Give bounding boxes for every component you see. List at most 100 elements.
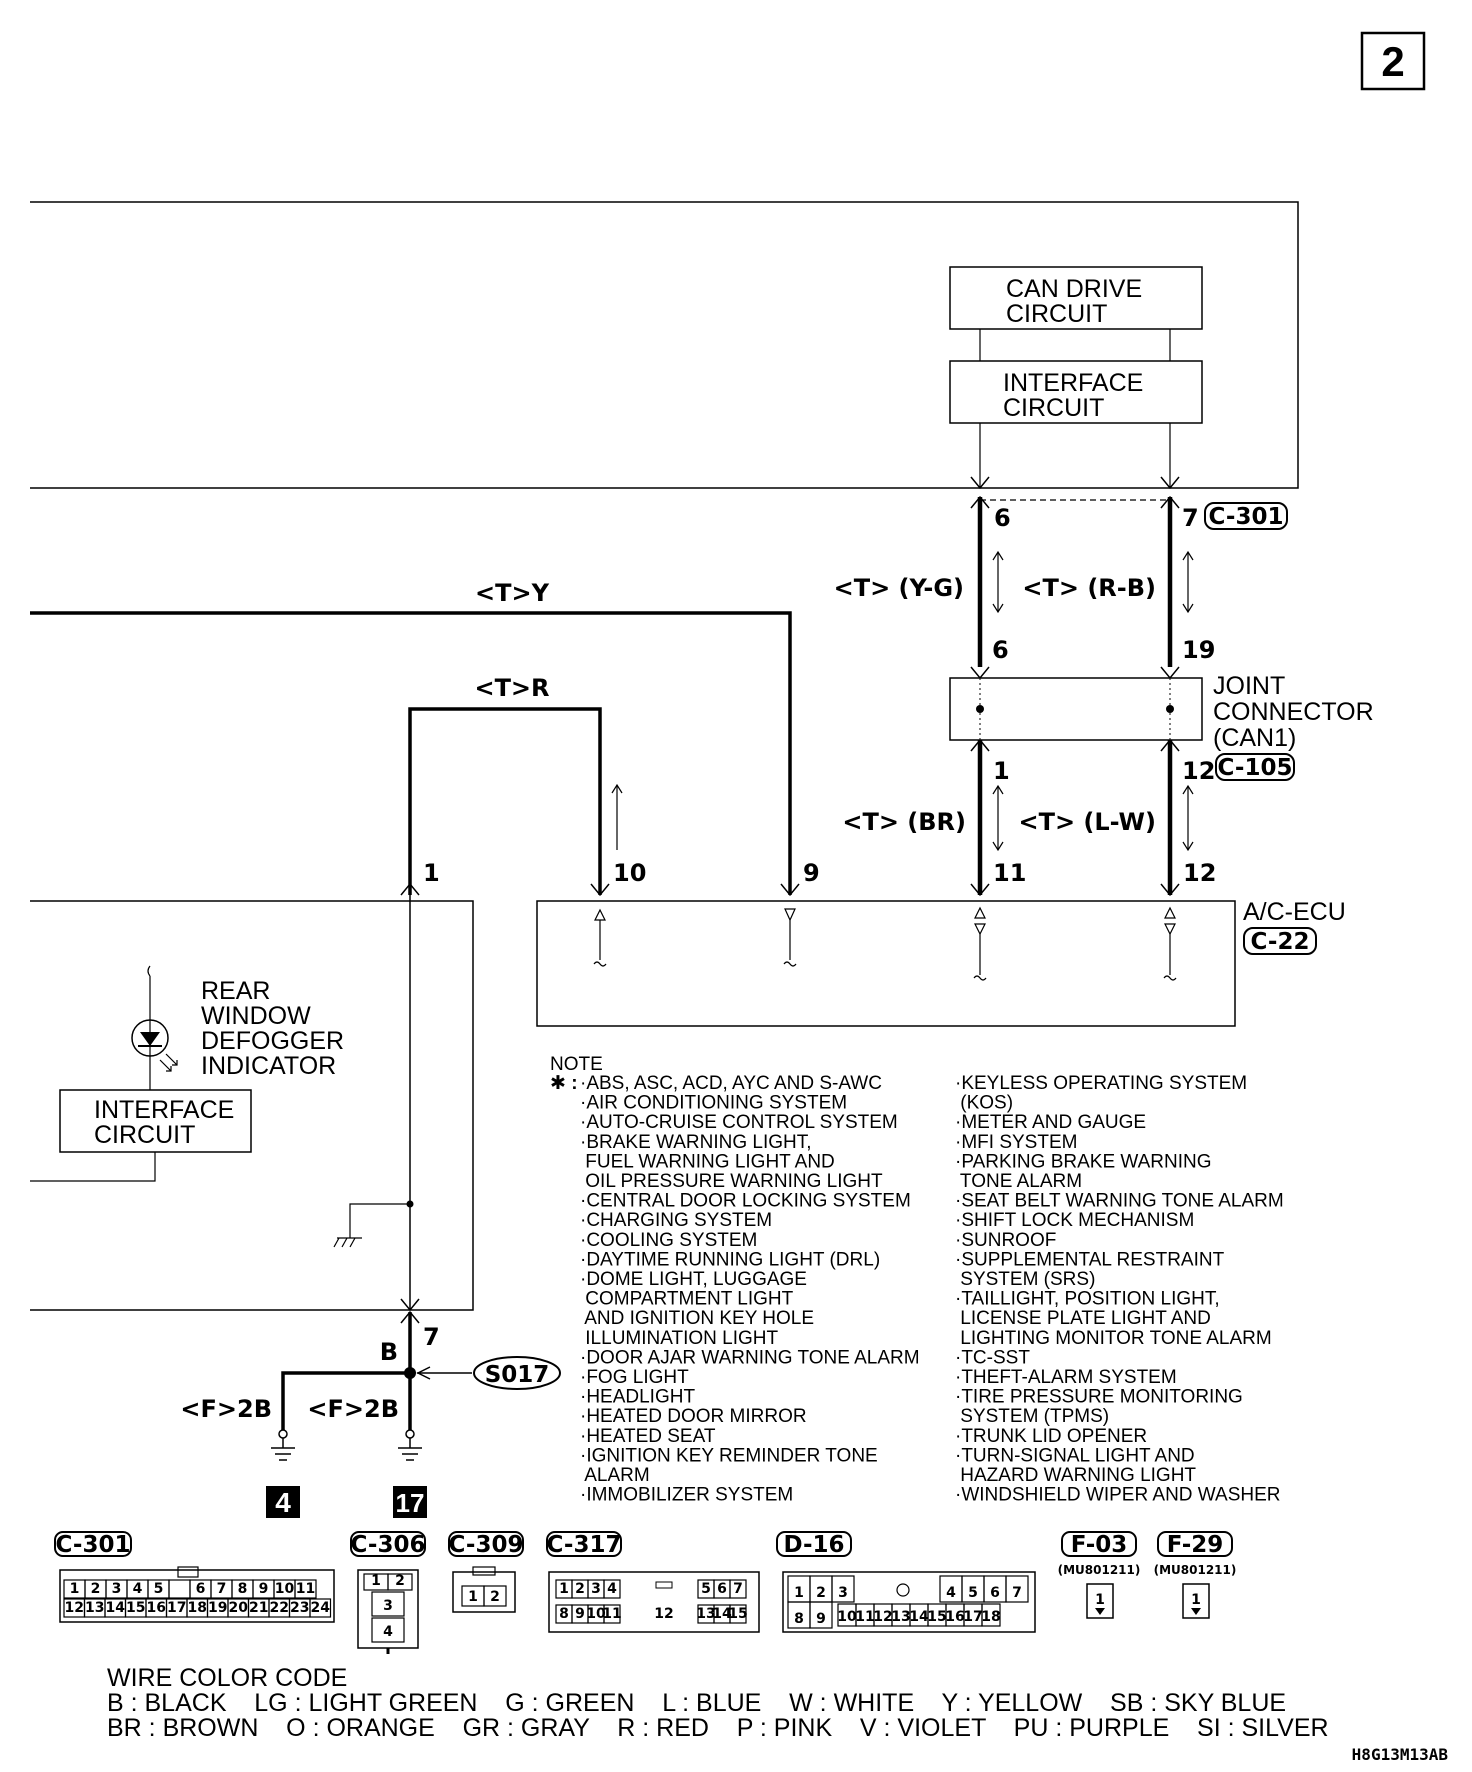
connector-view-label: C-309 [449,1532,524,1558]
connector-part-number: (MU801211) [1154,1563,1237,1577]
indicator-label-3: DEFOGGER [201,1027,344,1055]
connector-pin-number: 15 [126,1600,145,1616]
connector-pin-number: 9 [575,1606,585,1622]
terminal-mark [400,1298,420,1312]
wire-color-code-title: WIRE COLOR CODE [107,1664,347,1692]
ecu-bidirectional-symbol [1163,906,1177,981]
indicator-lead [147,965,151,1090]
connector-latch [896,1583,910,1597]
connector-pin-number: 8 [238,1581,248,1597]
connector-pin-number: 14 [712,1606,732,1622]
connector-pin-number: 19 [208,1600,227,1616]
connector-housing [59,1569,335,1623]
joint-node [976,705,984,713]
connector-pin-number: 9 [259,1581,269,1597]
connector-housing [548,1571,760,1633]
connector-pin-number: 14 [909,1609,929,1625]
ground-point-17: 17 [396,1488,425,1518]
connector-cell [294,1579,317,1599]
connector-pin-number: 15 [728,1606,747,1622]
connector-pin-number: 10 [837,1609,857,1625]
connector-pin-number: 12 [654,1606,673,1622]
connector-key [1191,1608,1201,1615]
note-item: (KOS) [955,1093,1013,1114]
connector-pin-number: 8 [559,1606,569,1622]
pin-10-ecu: 10 [613,859,646,887]
note-item: ·DAYTIME RUNNING LIGHT (DRL) [580,1249,880,1270]
note-item: ·CHARGING SYSTEM [580,1210,772,1231]
connector-view-label: F-03 [1071,1532,1128,1558]
connector-cell [981,1603,1001,1627]
wire-label-y-g: <T> (Y-G) [834,574,964,602]
connector-pin-number: 1 [559,1581,569,1597]
note-item: ·HEATED SEAT [580,1426,716,1447]
wire-label-b: B [380,1338,398,1366]
terminal-mark [970,666,990,680]
wire-label-y: <T>Y [475,579,550,607]
bidirectional-arrow-icon [992,784,1004,852]
connector-pin-number: 13 [891,1609,910,1625]
ecu-output-symbol [783,908,797,967]
connector-pin-number: 2 [490,1589,500,1605]
connector-view-label: C-301 [56,1532,131,1558]
connector-view-label: C-317 [547,1532,622,1558]
connector-cell [371,1591,405,1617]
interface-left-label-2: CIRCUIT [94,1121,195,1149]
connector-c301-label: C-301 [1209,504,1284,530]
ecu-input-symbol [593,908,607,967]
connector-pin-number: 3 [112,1581,122,1597]
page-number: 2 [1381,38,1404,85]
pin-19-joint: 19 [1182,636,1215,664]
connector-view-tag [546,1531,622,1557]
connector-cell [483,1585,507,1607]
note-item: ·IMMOBILIZER SYSTEM [580,1485,793,1506]
note-item: FUEL WARNING LIGHT AND [580,1151,835,1172]
connector-cell [603,1579,621,1599]
connector-view-tag [350,1531,426,1557]
note-title: NOTE [550,1054,603,1075]
connector-c22-label: C-22 [1251,929,1310,955]
note-item: ·WINDSHIELD WIPER AND WASHER [955,1485,1281,1506]
pin-7-module: 7 [423,1323,440,1351]
connector-pin-number: 14 [106,1600,126,1616]
note-item: ·TIRE PRESSURE MONITORING [955,1387,1243,1408]
connector-housing [782,1571,1036,1633]
note-item: ·FOG LIGHT [580,1367,689,1388]
connector-pin-number: 13 [85,1600,104,1616]
connector-cell [603,1604,621,1624]
connector-pin-number: 1 [468,1589,478,1605]
note-item: ·MFI SYSTEM [955,1132,1077,1153]
connector-pin-number: 1 [1095,1592,1105,1608]
splice-s017-label: S017 [485,1362,550,1388]
note-item: ·PARKING BRAKE WARNING [955,1151,1212,1172]
joint-label-2: CONNECTOR [1213,698,1374,726]
connector-pin-number: 9 [816,1611,826,1627]
upper-module-outline [30,201,1299,489]
interface-top-label-2: CIRCUIT [1003,394,1104,422]
connector-cell [168,1579,191,1599]
ac-ecu-label: A/C-ECU [1243,898,1346,926]
interface-left-lead [30,1152,156,1182]
connector-pin-number: 22 [270,1600,289,1616]
connector-pin-number: 6 [990,1585,1000,1601]
can-drive-label-2: CIRCUIT [1006,300,1107,328]
light-rays-icon [159,1053,178,1072]
ground-icon [271,1429,295,1461]
note-item: ·TURN-SIGNAL LIGHT AND [955,1445,1195,1466]
connector-pin-number: 5 [968,1585,978,1601]
connector-view-tag [54,1531,132,1557]
connector-latch [655,1581,673,1589]
connector-view-label: D-16 [783,1532,844,1558]
connector-cell [309,1598,332,1618]
terminal-mark [1160,883,1180,897]
note-left-column: ·ABS, ASC, ACD, AYC AND S-AWC·AIR CONDIT… [580,1073,920,1506]
note-right-column: ·KEYLESS OPERATING SYSTEM (KOS)·METER AN… [955,1073,1284,1506]
wire-label-r-b: <T> (R-B) [1022,574,1156,602]
connector-pin-number: 3 [383,1598,393,1614]
connector-pin-number: 12 [65,1600,84,1616]
connector-cell [809,1601,833,1629]
terminal-mark [590,883,610,897]
note-item: ·SUPPLEMENTAL RESTRAINT [955,1249,1225,1270]
wire-ground-branch [281,1371,410,1430]
note-item: ·BRAKE WARNING LIGHT, [580,1132,812,1153]
